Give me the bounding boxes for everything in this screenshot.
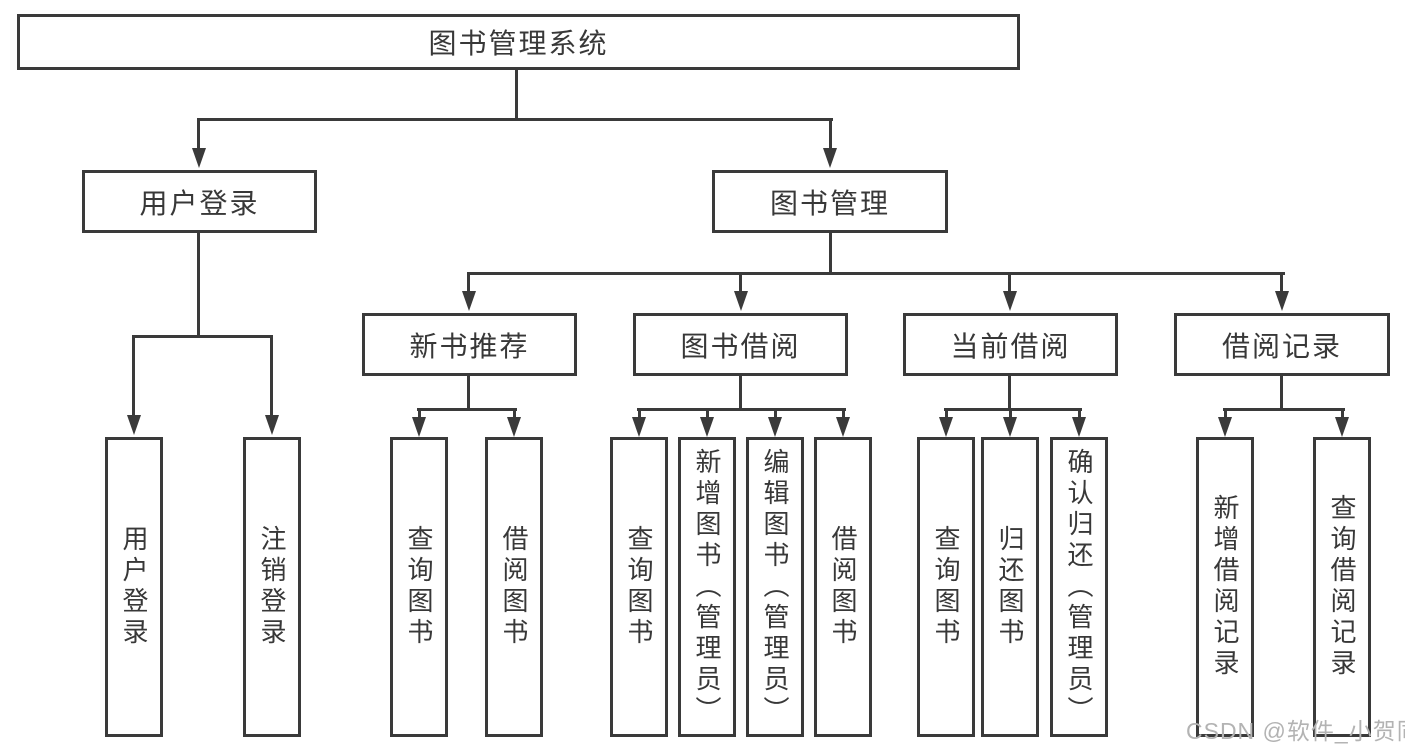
- leaf-query-books-borrow: 查询图书: [610, 437, 668, 737]
- arrowhead-down-icon: [462, 291, 476, 311]
- arrowhead-down-icon: [734, 291, 748, 311]
- node-current-borrow: 当前借阅: [903, 313, 1118, 376]
- connector-vline: [1008, 376, 1011, 410]
- node-label: 借阅记录: [1221, 330, 1342, 362]
- arrowhead-down-icon: [632, 417, 646, 437]
- connector-vline: [829, 233, 832, 274]
- connector-vline: [197, 118, 200, 150]
- arrowhead-down-icon: [1003, 291, 1017, 311]
- leaf-logout: 注销登录: [243, 437, 301, 737]
- connector-vline: [1008, 272, 1011, 293]
- node-book-borrow: 图书借阅: [633, 313, 848, 376]
- connector-vline: [467, 376, 470, 410]
- node-label: 用户登录: [139, 187, 260, 219]
- connector-vline: [842, 408, 845, 420]
- leaf-add-book-admin: 新增图书（管理员）: [678, 437, 736, 737]
- node-label: 新书推荐: [409, 330, 530, 362]
- connector-vline: [1280, 272, 1283, 293]
- connector-vline: [132, 335, 135, 417]
- leaf-query-books-recommend: 查询图书: [390, 437, 448, 737]
- arrowhead-down-icon: [939, 417, 953, 437]
- arrowhead-down-icon: [412, 417, 426, 437]
- arrowhead-down-icon: [265, 415, 279, 435]
- connector-vline: [1009, 408, 1012, 420]
- connector-hline: [1223, 408, 1345, 411]
- connector-hline: [197, 118, 833, 121]
- node-label: 新增图书（管理员）: [692, 447, 722, 727]
- connector-vline: [1341, 408, 1344, 420]
- arrowhead-down-icon: [1275, 291, 1289, 311]
- leaf-borrow-books-borrow: 借阅图书: [814, 437, 872, 737]
- node-label: 借阅图书: [828, 525, 858, 649]
- arrowhead-down-icon: [836, 417, 850, 437]
- node-new-book-recommend: 新书推荐: [362, 313, 577, 376]
- connector-vline: [706, 408, 709, 420]
- connector-vline: [739, 272, 742, 293]
- connector-vline: [774, 408, 777, 420]
- arrowhead-down-icon: [507, 417, 521, 437]
- arrowhead-down-icon: [1003, 417, 1017, 437]
- arrowhead-down-icon: [823, 148, 837, 168]
- connector-hline: [467, 272, 1285, 275]
- node-label: 查询图书: [404, 525, 434, 649]
- node-label: 查询借阅记录: [1327, 494, 1357, 680]
- leaf-return-book: 归还图书: [981, 437, 1039, 737]
- connector-vline: [513, 408, 516, 420]
- node-label: 用户登录: [119, 525, 149, 649]
- connector-hline: [417, 408, 517, 411]
- node-label: 归还图书: [995, 525, 1025, 649]
- connector-vline: [418, 408, 421, 420]
- node-label: 新增借阅记录: [1210, 494, 1240, 680]
- connector-vline: [515, 70, 518, 118]
- arrowhead-down-icon: [127, 415, 141, 435]
- node-label: 图书管理: [769, 187, 890, 219]
- arrowhead-down-icon: [700, 417, 714, 437]
- leaf-add-borrow-record: 新增借阅记录: [1196, 437, 1254, 737]
- connector-vline: [829, 118, 832, 150]
- leaf-user-login: 用户登录: [105, 437, 163, 737]
- connector-vline: [945, 408, 948, 420]
- node-label: 查询图书: [931, 525, 961, 649]
- connector-vline: [1078, 408, 1081, 420]
- connector-vline: [270, 335, 273, 417]
- connector-hline: [132, 335, 273, 338]
- watermark: CSDN @软件_小贺同学: [1186, 718, 1405, 744]
- connector-hline: [637, 408, 846, 411]
- node-borrow-records: 借阅记录: [1174, 313, 1390, 376]
- node-root: 图书管理系统: [17, 14, 1020, 70]
- node-label: 借阅图书: [499, 525, 529, 649]
- leaf-edit-book-admin: 编辑图书（管理员）: [746, 437, 804, 737]
- node-label: 注销登录: [257, 525, 287, 649]
- leaf-query-books-current: 查询图书: [917, 437, 975, 737]
- leaf-borrow-books-recommend: 借阅图书: [485, 437, 543, 737]
- node-label: 查询图书: [624, 525, 654, 649]
- connector-vline: [467, 272, 470, 293]
- arrowhead-down-icon: [768, 417, 782, 437]
- node-label: 图书管理系统: [428, 28, 609, 59]
- node-book-management: 图书管理: [712, 170, 948, 233]
- node-label: 图书借阅: [680, 330, 801, 362]
- leaf-confirm-return-admin: 确认归还（管理员）: [1050, 437, 1108, 737]
- arrowhead-down-icon: [192, 148, 206, 168]
- node-label: 编辑图书（管理员）: [760, 447, 790, 727]
- connector-hline: [944, 408, 1082, 411]
- node-label: 当前借阅: [950, 330, 1071, 362]
- arrowhead-down-icon: [1218, 417, 1232, 437]
- connector-vline: [638, 408, 641, 420]
- arrowhead-down-icon: [1072, 417, 1086, 437]
- node-label: 确认归还（管理员）: [1064, 447, 1094, 727]
- connector-vline: [739, 376, 742, 410]
- arrowhead-down-icon: [1335, 417, 1349, 437]
- connector-vline: [1280, 376, 1283, 410]
- node-user-login: 用户登录: [82, 170, 317, 233]
- connector-vline: [1224, 408, 1227, 420]
- connector-vline: [197, 233, 200, 337]
- leaf-query-borrow-record: 查询借阅记录: [1313, 437, 1371, 737]
